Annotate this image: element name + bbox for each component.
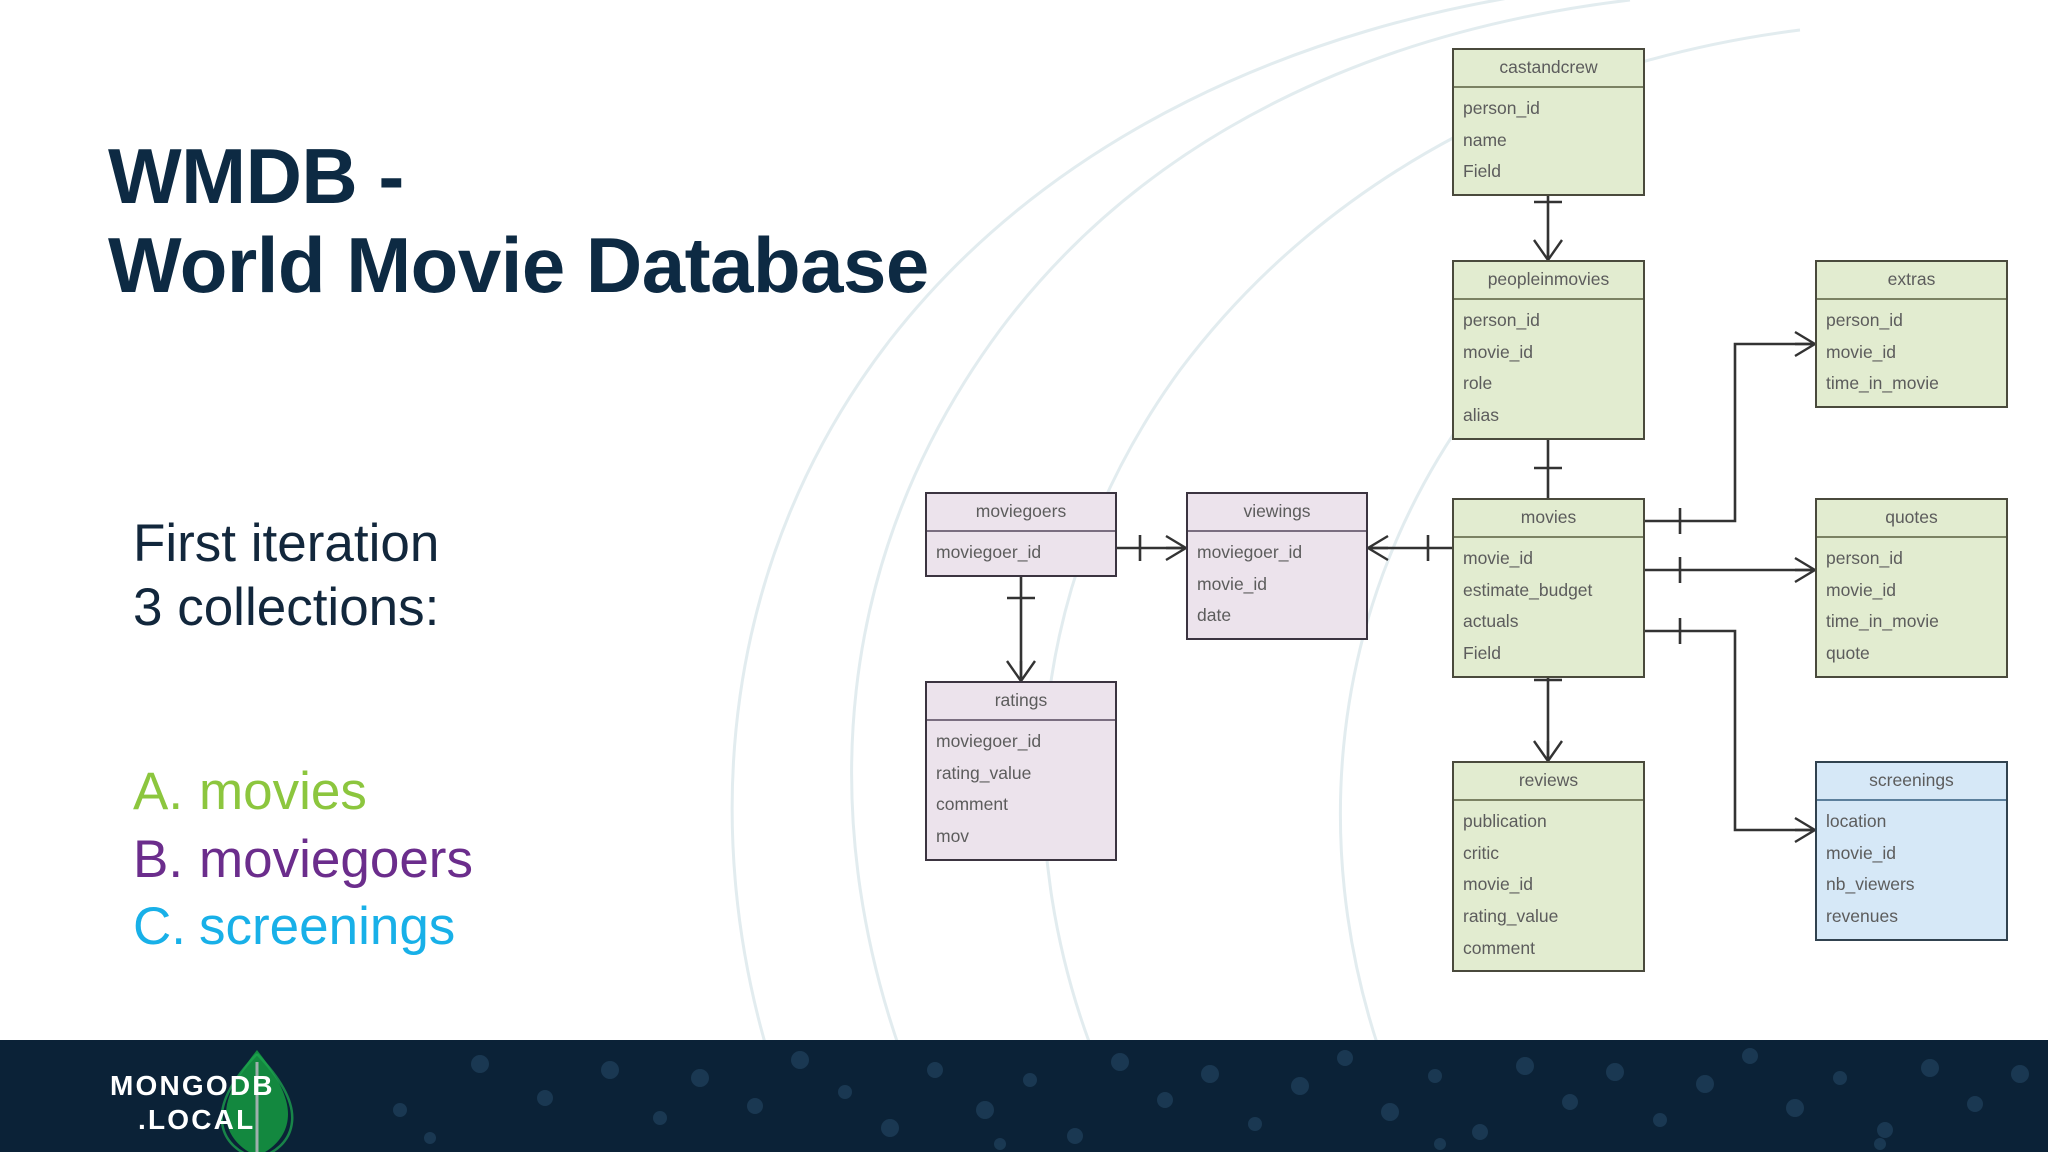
er-field: nb_viewers	[1826, 874, 1915, 895]
list-item-letter: B.	[133, 829, 184, 889]
er-table-title: extras	[1817, 262, 2006, 300]
er-table-title: quotes	[1817, 500, 2006, 538]
list-item: C. screenings	[133, 895, 473, 959]
er-field: alias	[1463, 404, 1499, 425]
er-field: estimate_budget	[1463, 579, 1593, 600]
list-item: A. movies	[133, 760, 473, 824]
er-field: movie_id	[1463, 548, 1534, 568]
er-table-fields: person_id movie_id time_in_movie	[1817, 300, 2006, 406]
er-field: comment	[936, 794, 1008, 815]
er-field: name	[1463, 129, 1507, 150]
er-field: rating_value	[936, 762, 1032, 783]
er-table-title: castandcrew	[1454, 50, 1643, 88]
er-field: person_id	[1826, 548, 1903, 568]
er-field: time_in_movie	[1826, 611, 1939, 632]
er-field: rating_value	[1463, 905, 1559, 926]
er-table-title: movies	[1454, 500, 1643, 538]
list-item: B. moviegoers	[133, 828, 473, 892]
er-field: quote	[1826, 642, 1870, 663]
er-field: role	[1463, 373, 1493, 394]
list-item-label: screenings	[199, 897, 456, 957]
er-table-extras: extras person_id movie_id time_in_movie	[1815, 260, 2008, 408]
er-field: location	[1826, 811, 1887, 831]
er-field: movie_id	[1826, 341, 1897, 362]
er-field: actuals	[1463, 611, 1519, 632]
er-field: moviegoer_id	[1197, 542, 1303, 562]
list-item-letter: C.	[133, 897, 186, 957]
er-field: moviegoer_id	[936, 542, 1042, 562]
er-table-fields: location movie_id nb_viewers revenues	[1817, 801, 2006, 939]
list-item-label: moviegoers	[199, 829, 473, 889]
er-field: movie_id	[1463, 341, 1534, 362]
list-item-label: movies	[199, 762, 367, 821]
er-field: moviegoer_id	[936, 731, 1042, 751]
er-field: movie_id	[1826, 579, 1897, 600]
er-field: Field	[1463, 642, 1501, 663]
er-field: time_in_movie	[1826, 373, 1939, 394]
er-table-title: moviegoers	[927, 494, 1115, 532]
er-table-title: screenings	[1817, 763, 2006, 801]
collections-list: A. movies B. moviegoers C. screenings	[133, 760, 473, 963]
er-field: comment	[1463, 937, 1535, 958]
page-title: WMDB - World Movie Database	[108, 132, 929, 309]
er-field: person_id	[1463, 98, 1540, 118]
er-table-title: ratings	[927, 683, 1115, 721]
mongodb-leaf-icon	[220, 1050, 294, 1152]
er-field: critic	[1463, 842, 1499, 863]
er-field: revenues	[1826, 905, 1898, 926]
slide-subtitle: First iteration 3 collections:	[133, 514, 440, 637]
er-table-fields: moviegoer_id	[927, 532, 1115, 575]
er-table-reviews: reviews publication critic movie_id rating_v…	[1452, 761, 1645, 973]
er-field: publication	[1463, 811, 1547, 831]
footer-bar: MONGODB .LOCAL	[0, 1040, 2048, 1152]
er-field: movie_id	[1463, 874, 1534, 895]
list-item-letter: A.	[133, 762, 184, 821]
er-table-title: reviews	[1454, 763, 1643, 801]
er-table-title: viewings	[1188, 494, 1366, 532]
logo-text-mongodb: MONGODB	[110, 1070, 275, 1101]
er-field: movie_id	[1197, 573, 1268, 594]
er-table-moviegoers: moviegoers moviegoer_id	[925, 492, 1117, 577]
footer-dot-pattern	[393, 1048, 2029, 1150]
er-diagram-connectors	[1006, 176, 1816, 844]
logo-text-local: .LOCAL	[138, 1104, 256, 1135]
er-field: person_id	[1826, 310, 1903, 330]
er-field: Field	[1463, 161, 1501, 182]
er-field: mov	[936, 825, 970, 846]
er-field: person_id	[1463, 310, 1540, 330]
er-table-title: peopleinmovies	[1454, 262, 1643, 300]
mongodb-local-logo: MONGODB .LOCAL	[110, 1050, 360, 1152]
er-field: date	[1197, 605, 1232, 626]
er-field: movie_id	[1826, 842, 1897, 863]
